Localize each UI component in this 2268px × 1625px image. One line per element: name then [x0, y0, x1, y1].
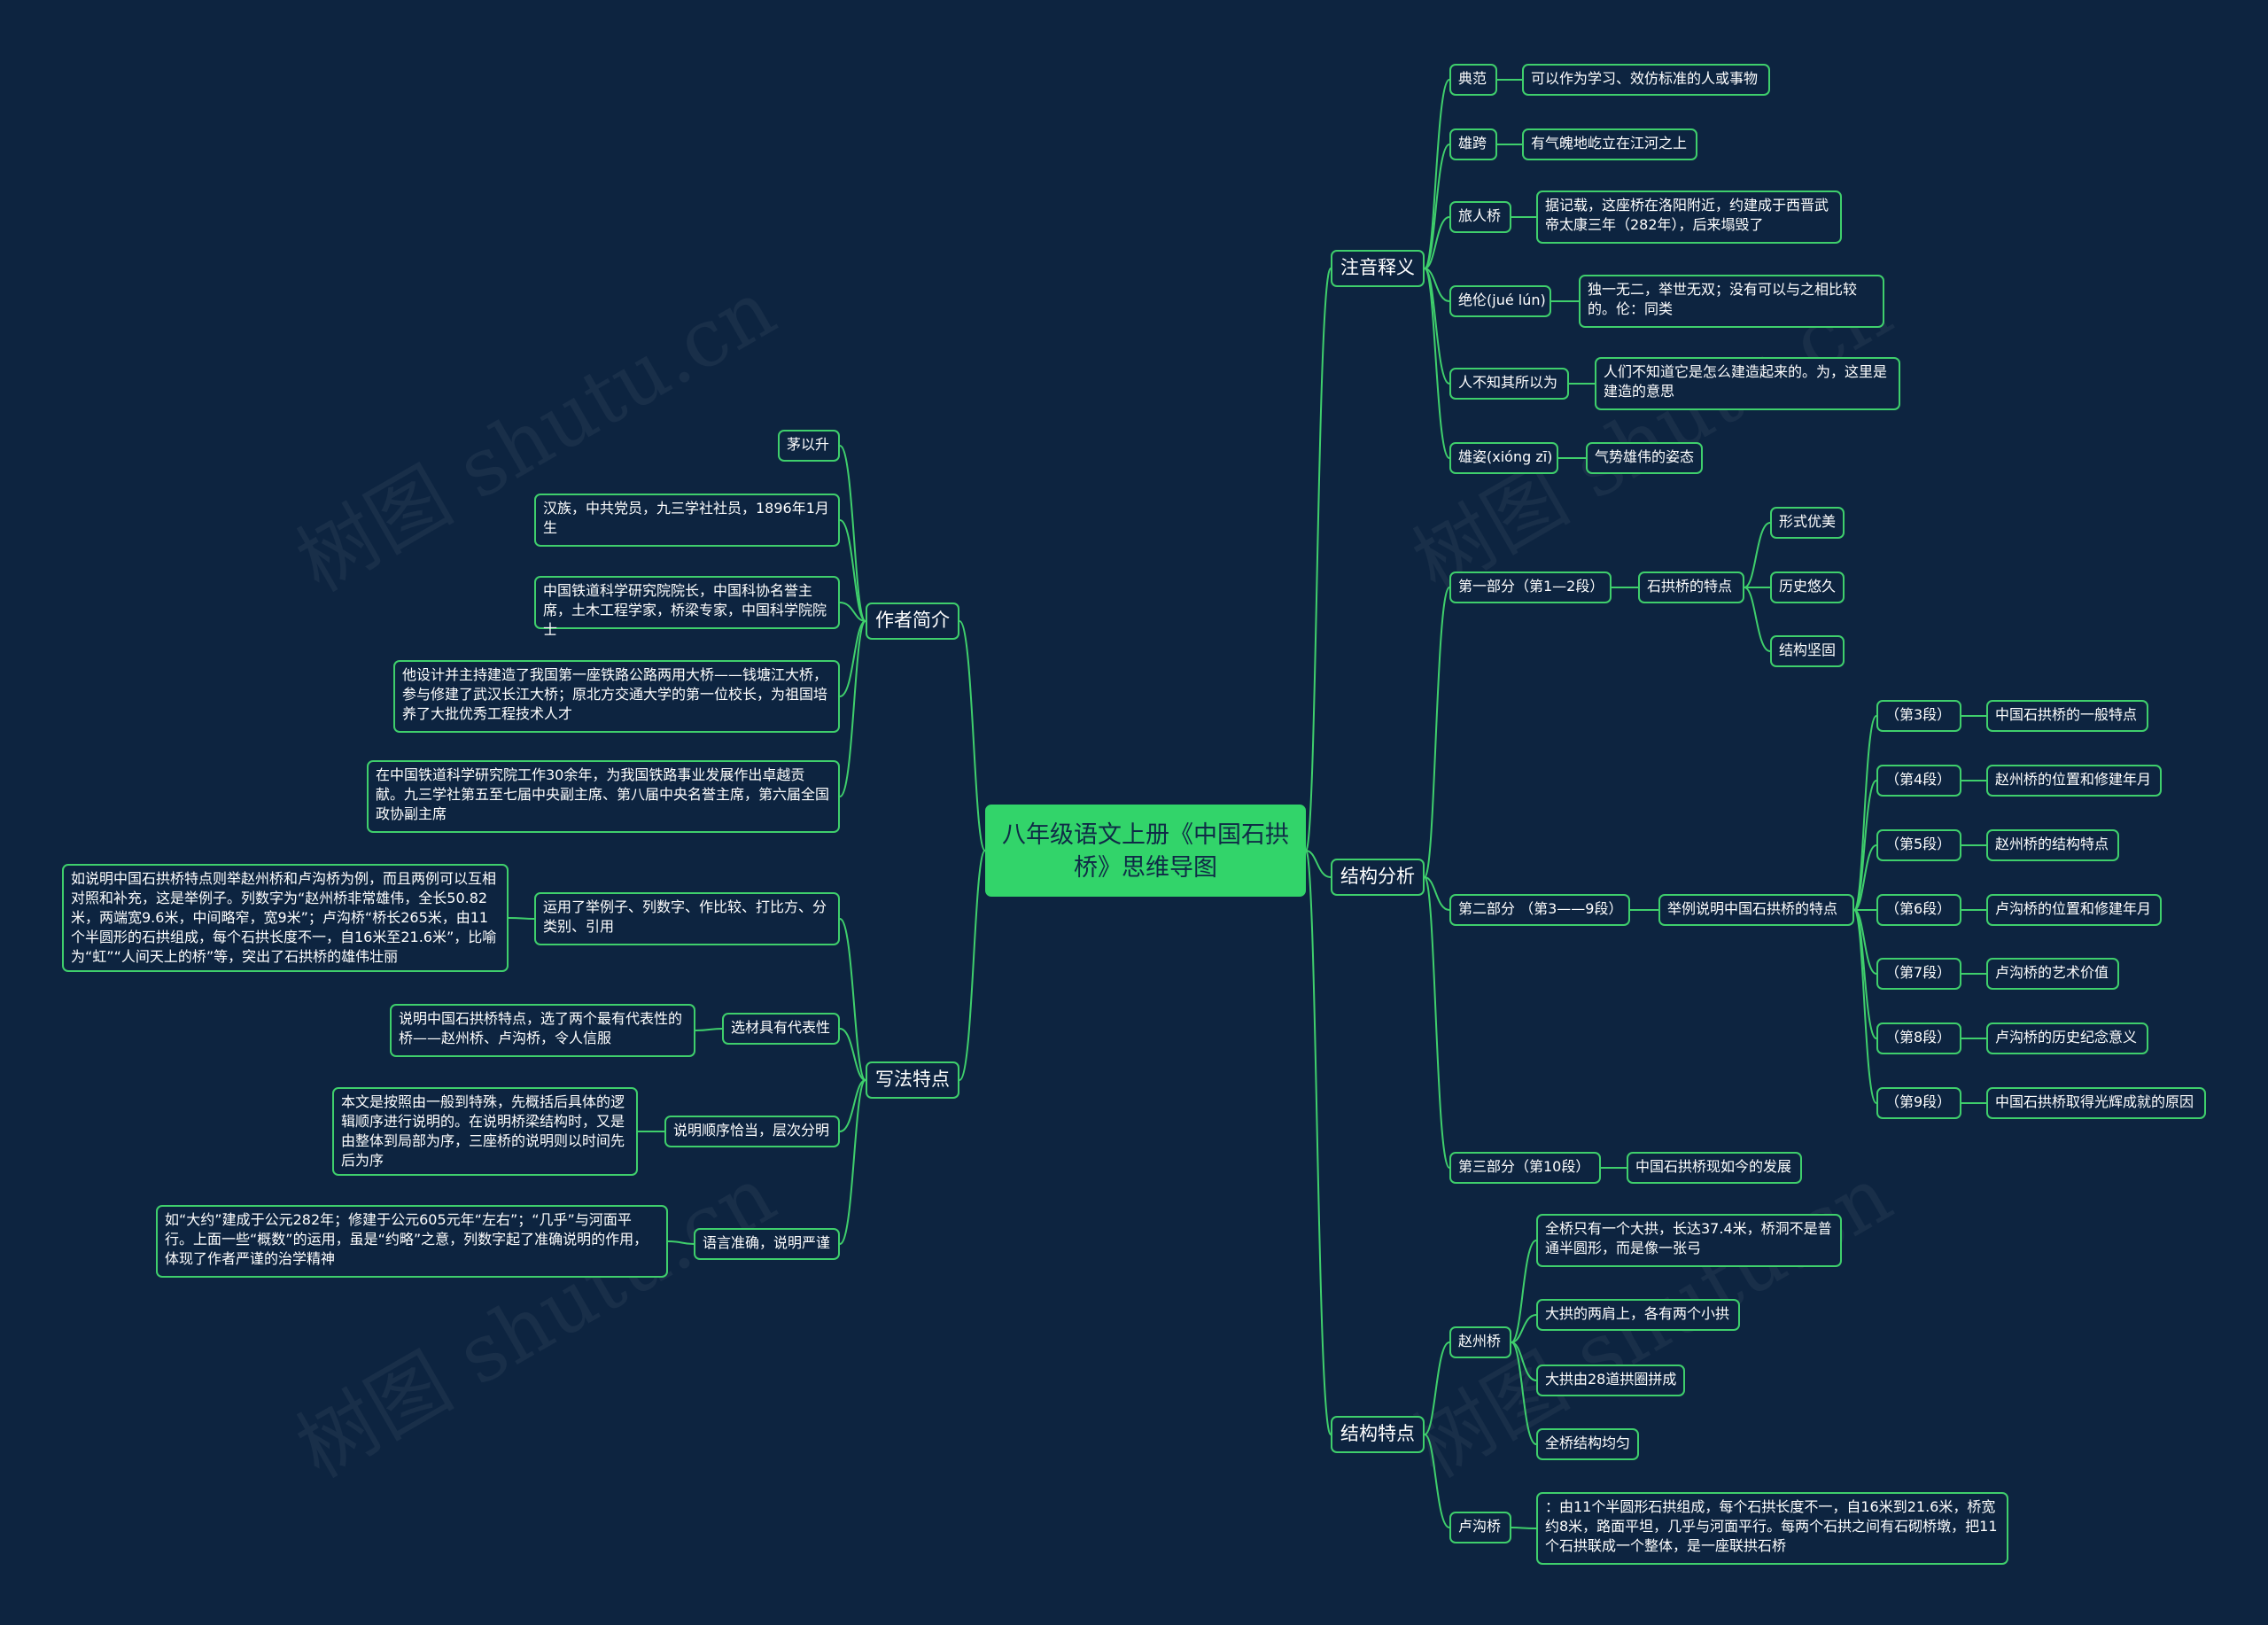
writing-method-node[interactable]: 运用了举例子、列数字、作比较、打比方、分类别、引用	[534, 892, 840, 945]
term-node[interactable]: 人不知其所以为	[1449, 368, 1569, 400]
connector-line	[839, 918, 866, 1081]
connector-line	[839, 620, 866, 797]
connector-line	[1853, 844, 1877, 911]
zhaozhou-feature-node[interactable]: 大拱的两肩上，各有两个小拱	[1536, 1299, 1740, 1331]
writing-language-node[interactable]: 语言准确，说明严谨	[694, 1228, 840, 1260]
connector-line	[839, 1079, 866, 1245]
connector-line	[1511, 1240, 1537, 1343]
author-name-node[interactable]: 茅以升	[778, 430, 840, 462]
term-node[interactable]: 雄姿(xióng zī)	[1449, 442, 1558, 474]
connector-line	[1305, 268, 1332, 851]
term-node[interactable]: 绝伦(jué lún)	[1449, 285, 1551, 317]
paragraph-node[interactable]: （第7段）	[1876, 958, 1961, 990]
connector-line	[1424, 587, 1450, 878]
connector-line	[1305, 850, 1332, 1435]
paragraph-content-node[interactable]: 中国石拱桥取得光辉成就的原因	[1986, 1087, 2206, 1119]
connector-line	[959, 620, 986, 851]
definition-node[interactable]: 据记载，这座桥在洛阳附近，约建成于西晋武帝太康三年（282年），后来塌毁了	[1536, 190, 1842, 244]
writing-features-branch[interactable]: 写法特点	[866, 1061, 959, 1099]
connector-line	[1424, 268, 1450, 302]
feature-node[interactable]: 形式优美	[1770, 507, 1845, 539]
paragraph-content-node[interactable]: 卢沟桥的艺术价值	[1986, 958, 2119, 990]
writing-order-node[interactable]: 说明顺序恰当，层次分明	[664, 1116, 840, 1147]
part1-topic-node[interactable]: 石拱桥的特点	[1638, 571, 1744, 603]
zhaozhou-bridge-node[interactable]: 赵州桥	[1449, 1326, 1511, 1358]
writing-material-node[interactable]: 选材具有代表性	[722, 1013, 840, 1045]
definition-node[interactable]: 气势雄伟的姿态	[1586, 442, 1703, 474]
writing-language-detail[interactable]: 如“大约”建成于公元282年；修建于公元605元年“左右”；“几乎”与河面平行。…	[156, 1205, 668, 1278]
writing-method-detail[interactable]: 如说明中国石拱桥特点则举赵州桥和卢沟桥为例，而且两例可以互相对照和补充，这是举例…	[62, 864, 509, 972]
paragraph-content-node[interactable]: 卢沟桥的历史纪念意义	[1986, 1022, 2148, 1054]
lugou-feature-node[interactable]: ：由11个半圆形石拱组成，每个石拱长度不一，自16米到21.6米，桥宽约8米，路…	[1536, 1492, 2008, 1565]
connector-line	[1424, 1434, 1450, 1528]
term-node[interactable]: 典范	[1449, 64, 1497, 96]
paragraph-content-node[interactable]: 赵州桥的结构特点	[1986, 829, 2119, 861]
author-title-node[interactable]: 中国铁道科学研究院院长，中国科协名誉主席，土木工程学家，桥梁专家，中国科学院院士	[534, 576, 840, 638]
zhaozhou-feature-node[interactable]: 大拱由28道拱圈拼成	[1536, 1365, 1685, 1396]
part1-node[interactable]: 第一部分（第1—2段）	[1449, 571, 1612, 603]
definition-node[interactable]: 有气魄地屹立在江河之上	[1522, 128, 1697, 160]
author-bio-node[interactable]: 汉族，中共党员，九三学社社员，1896年1月生	[534, 494, 840, 547]
paragraph-node[interactable]: （第4段）	[1876, 765, 1961, 797]
connector-line	[1424, 268, 1450, 459]
paragraph-node[interactable]: （第8段）	[1876, 1022, 1961, 1054]
connector-line	[839, 519, 866, 622]
term-node[interactable]: 雄跨	[1449, 128, 1497, 160]
zhaozhou-feature-node[interactable]: 全桥结构均匀	[1536, 1428, 1639, 1460]
writing-order-detail[interactable]: 本文是按照由一般到特殊，先概括后具体的逻辑顺序进行说明的。在说明桥梁结构时，又是…	[332, 1087, 638, 1176]
connector-line	[1424, 1341, 1450, 1435]
connector-line	[1424, 876, 1450, 911]
definition-node[interactable]: 人们不知道它是怎么建造起来的。为，这里是建造的意思	[1595, 357, 1900, 410]
paragraph-node[interactable]: （第6段）	[1876, 894, 1961, 926]
author-intro-branch[interactable]: 作者简介	[866, 603, 959, 640]
paragraph-content-node[interactable]: 赵州桥的位置和修建年月	[1986, 765, 2162, 797]
connector-line	[1305, 850, 1332, 878]
connector-line	[508, 917, 535, 920]
feature-node[interactable]: 结构坚固	[1770, 635, 1845, 667]
connector-line	[1424, 216, 1450, 269]
part3-content-node[interactable]: 中国石拱桥现如今的发展	[1627, 1152, 1802, 1184]
author-career-node[interactable]: 在中国铁道科学研究院工作30余年，为我国铁路事业发展作出卓越贡献。九三学社第五至…	[367, 760, 840, 833]
connector-line	[1853, 780, 1877, 911]
writing-material-detail[interactable]: 说明中国石拱桥特点，选了两个最有代表性的桥——赵州桥、卢沟桥，令人信服	[390, 1004, 695, 1057]
connector-line	[1511, 1314, 1537, 1343]
paragraph-content-node[interactable]: 卢沟桥的位置和修建年月	[1986, 894, 2162, 926]
structure-features-branch[interactable]: 结构特点	[1331, 1416, 1425, 1453]
term-node[interactable]: 旅人桥	[1449, 201, 1511, 233]
paragraph-node[interactable]: （第5段）	[1876, 829, 1961, 861]
zhaozhou-feature-node[interactable]: 全桥只有一个大拱，长达37.4米，桥洞不是普通半圆形，而是像一张弓	[1536, 1214, 1842, 1267]
connector-line	[839, 445, 866, 622]
connector-line	[695, 1028, 723, 1031]
connector-line	[1424, 876, 1450, 1169]
author-achievement-node[interactable]: 他设计并主持建造了我国第一座铁路公路两用大桥——钱塘江大桥，参与修建了武汉长江大…	[393, 660, 840, 733]
connector-line	[959, 850, 986, 1081]
connector-line	[1853, 715, 1877, 911]
connector-line	[1853, 909, 1877, 1104]
feature-node[interactable]: 历史悠久	[1770, 571, 1845, 603]
paragraph-node[interactable]: （第9段）	[1876, 1087, 1961, 1119]
connector-line	[839, 1079, 866, 1132]
root-topic[interactable]: 八年级语文上册《中国石拱桥》思维导图	[985, 805, 1306, 897]
connector-line	[667, 1240, 695, 1245]
part3-node[interactable]: 第三部分（第10段）	[1449, 1152, 1601, 1184]
connector-line	[839, 1028, 866, 1081]
paragraph-node[interactable]: （第3段）	[1876, 700, 1961, 732]
paragraph-content-node[interactable]: 中国石拱桥的一般特点	[1986, 700, 2148, 732]
definition-node[interactable]: 可以作为学习、效仿标准的人或事物	[1522, 64, 1770, 96]
part2-node[interactable]: 第二部分 （第3——9段）	[1449, 894, 1630, 926]
connector-line	[1424, 144, 1450, 269]
definition-node[interactable]: 独一无二，举世无双；没有可以与之相比较的。伦：同类	[1579, 275, 1884, 328]
connector-line	[839, 602, 866, 622]
connector-line	[839, 620, 866, 697]
structure-analysis-branch[interactable]: 结构分析	[1331, 859, 1425, 896]
connector-line	[1744, 587, 1771, 652]
part2-topic-node[interactable]: 举例说明中国石拱桥的特点	[1658, 894, 1854, 926]
connector-line	[1744, 522, 1771, 588]
pronunciation-branch[interactable]: 注音释义	[1331, 250, 1425, 287]
lugou-bridge-node[interactable]: 卢沟桥	[1449, 1512, 1511, 1543]
connector-line	[1511, 1341, 1537, 1445]
